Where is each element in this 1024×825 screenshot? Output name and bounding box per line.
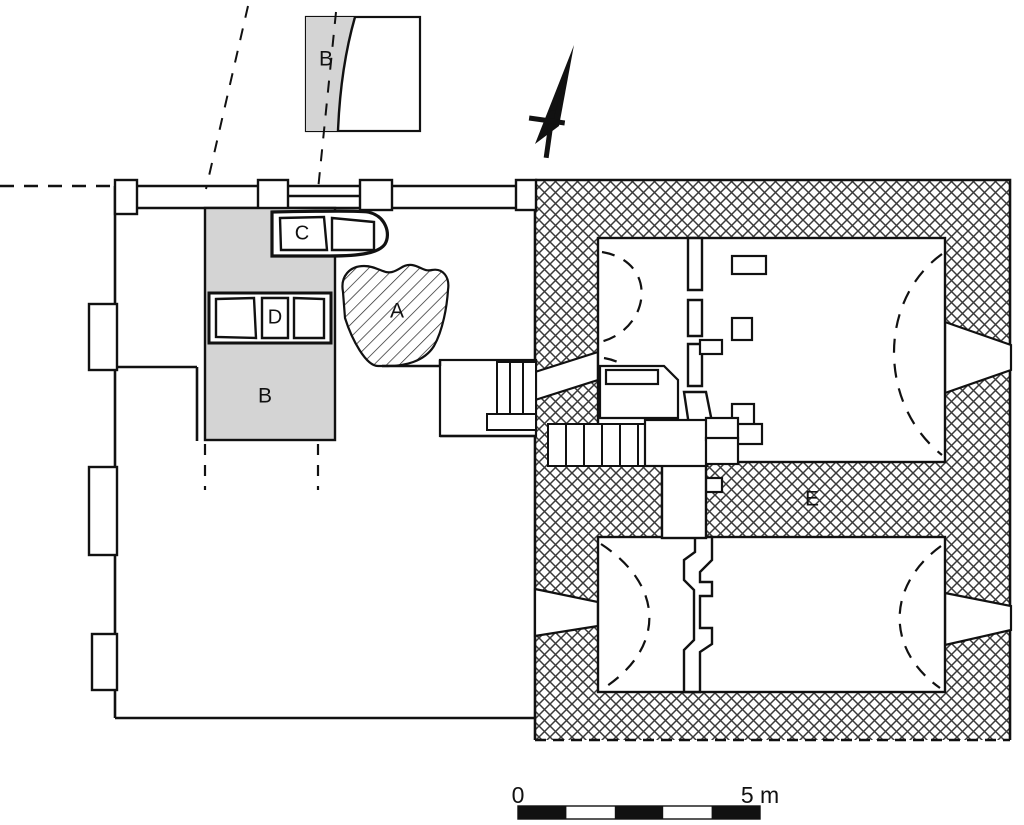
interior-wall-right-of-a — [382, 360, 536, 438]
inset-detail-b: B — [304, 15, 422, 133]
stair-landing — [643, 416, 740, 468]
central-stair-block — [438, 358, 740, 468]
scale-end-label: 5 m — [741, 782, 779, 808]
scale-bar: 0 5 m — [512, 782, 779, 820]
zone-b-label: B — [258, 385, 272, 408]
section-dashed-lines — [205, 5, 337, 191]
zone-e-masonry-walls — [533, 178, 1012, 742]
north-arrow — [528, 45, 574, 159]
feature-a: A — [341, 263, 450, 368]
main-building-outline — [113, 184, 535, 720]
feature-c-label: C — [295, 222, 309, 244]
lower-room-divider-wall — [682, 535, 714, 694]
feature-a-label: A — [390, 300, 404, 323]
left-wall-buttresses — [87, 302, 119, 692]
vault-arc-lower-right — [898, 545, 942, 689]
vault-arc-upper-right — [893, 253, 943, 456]
upper-vestibule — [598, 364, 680, 420]
stair-flight-lower — [547, 423, 661, 467]
feature-c: C — [270, 209, 390, 258]
zone-e-label: E — [805, 488, 819, 511]
feature-d: D — [207, 291, 333, 345]
top-wall-buttresses — [113, 178, 538, 216]
inset-label-b: B — [319, 48, 333, 71]
section-dashed-lines-lower — [203, 444, 320, 490]
mid-block-connector — [660, 460, 708, 540]
scale-start-label: 0 — [512, 782, 525, 808]
lower-right-rooms — [596, 535, 947, 694]
vault-arc-lower-left — [600, 543, 651, 689]
feature-d-label: D — [268, 306, 282, 328]
